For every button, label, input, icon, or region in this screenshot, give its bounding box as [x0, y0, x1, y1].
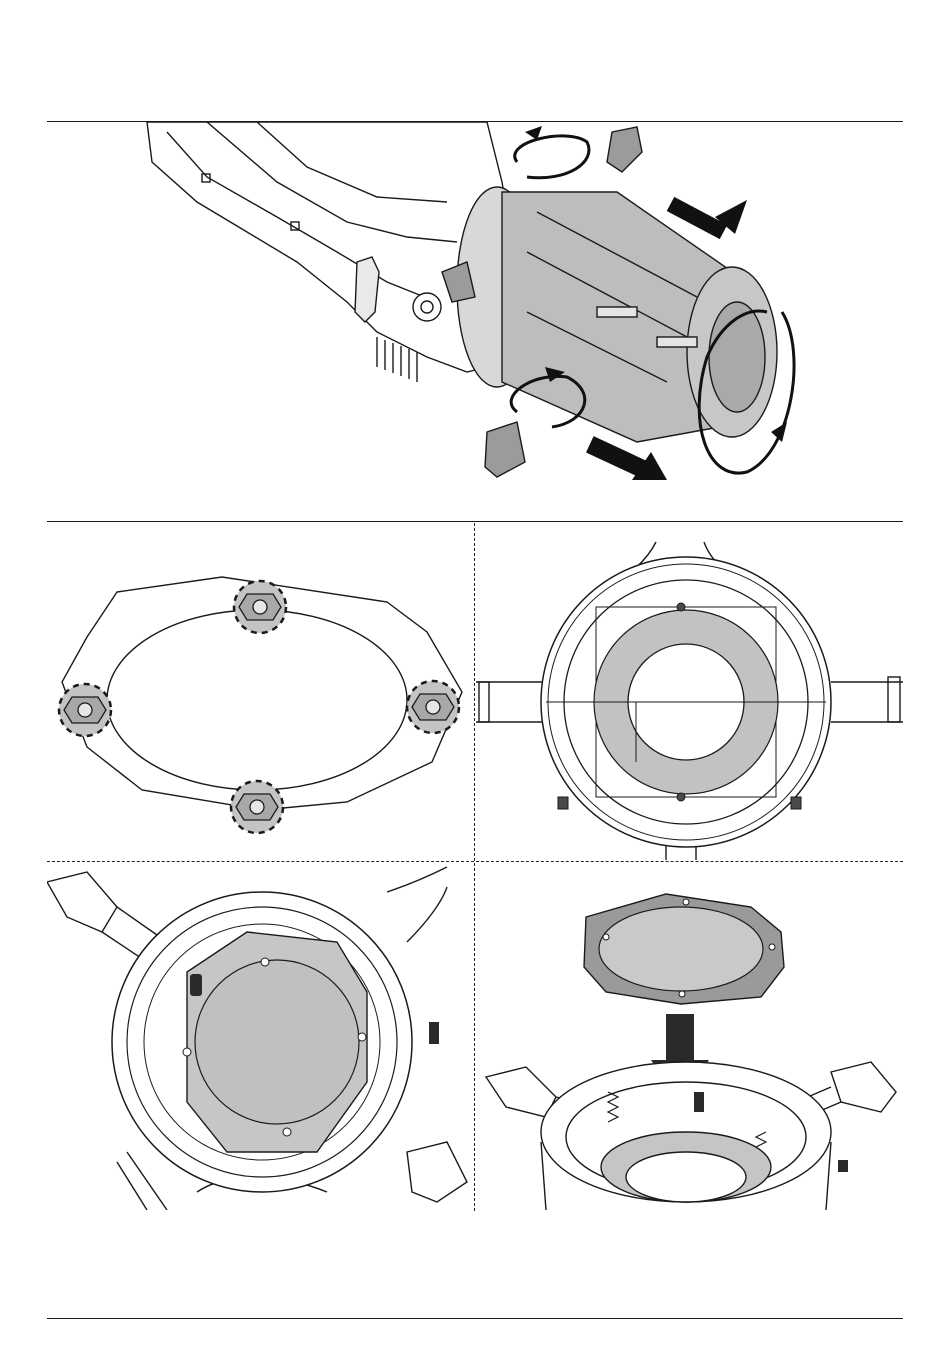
vertical-dashed-divider [474, 523, 475, 1211]
projector-lens-rotate-illustration [47, 122, 903, 520]
gobo-ring-nuts-illustration [47, 522, 473, 860]
gobo-insert-arrow-illustration [476, 862, 903, 1210]
nut-top-icon [234, 581, 286, 633]
nut-left-icon [59, 684, 111, 736]
bottom-rule [47, 1318, 903, 1319]
nut-right-icon [407, 681, 459, 733]
nut-bottom-icon [231, 781, 283, 833]
gobo-installed-illustration [47, 862, 473, 1210]
gobo-holder-front-illustration [476, 522, 903, 860]
